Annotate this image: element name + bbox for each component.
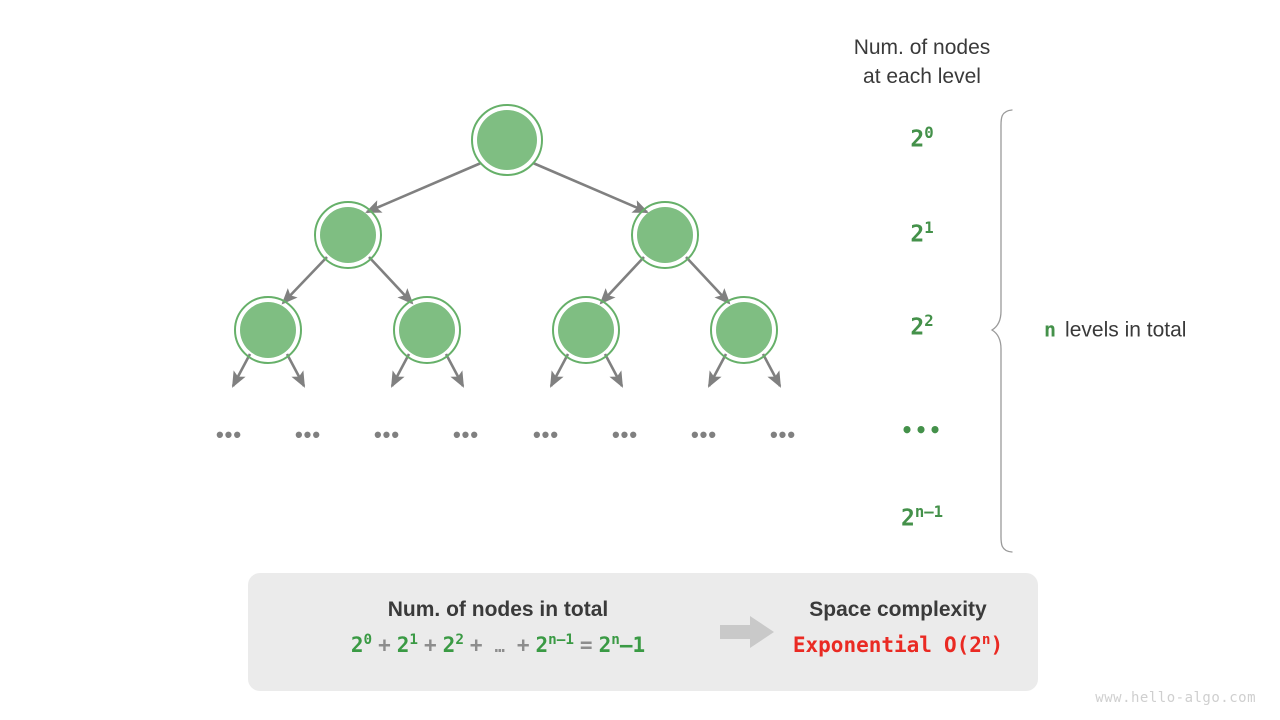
levels-total-annotation: n levels in total bbox=[1044, 318, 1186, 343]
tree-ellipsis-7: ••• bbox=[690, 422, 718, 447]
right-block-arrow-icon bbox=[720, 616, 774, 648]
formula-term-2: 22 bbox=[442, 632, 464, 657]
right-curly-brace bbox=[990, 109, 1013, 553]
tree-nodes bbox=[234, 104, 778, 364]
formula-plus-3: + bbox=[469, 633, 483, 657]
space-complexity-verdict: Exponential O(2n) bbox=[792, 632, 1004, 657]
binary-tree-graphic bbox=[231, 104, 782, 388]
right-column-title: Num. of nodes at each level bbox=[822, 33, 1022, 91]
verdict-word: Exponential bbox=[792, 633, 932, 657]
summary-heading-left: Num. of nodes in total bbox=[387, 598, 609, 621]
formula-term-last: 2n–1 bbox=[535, 632, 574, 657]
level-count-2: 22 bbox=[910, 310, 934, 341]
right-column-title-line2: at each level bbox=[863, 65, 981, 88]
tree-ellipsis-3: ••• bbox=[373, 422, 401, 447]
level-count-ellipsis: ••• bbox=[900, 418, 944, 442]
tree-node-l1-right[interactable] bbox=[631, 201, 699, 269]
tree-edges bbox=[231, 161, 782, 388]
tree-ellipsis-2: ••• bbox=[294, 422, 322, 447]
total-nodes-formula: 20+21+22+…+2n–1=2n–1 bbox=[350, 632, 646, 657]
tree-node-l2-d[interactable] bbox=[710, 296, 778, 364]
formula-plus-2: + bbox=[424, 633, 437, 657]
formula-term-1: 21 bbox=[396, 632, 419, 657]
tree-node-l2-b[interactable] bbox=[393, 296, 461, 364]
level-count-0: 20 bbox=[910, 122, 934, 153]
right-column-title-line1: Num. of nodes bbox=[853, 36, 991, 59]
levels-total-label: levels in total bbox=[1065, 318, 1187, 342]
formula-plus-1: + bbox=[378, 633, 391, 657]
summary-box: Num. of nodes in total Space complexity … bbox=[248, 573, 1038, 691]
formula-term-0: 20 bbox=[350, 632, 373, 657]
formula-result: 2n–1 bbox=[598, 632, 646, 657]
verdict-bigo: O(2n) bbox=[943, 632, 1004, 657]
level-count-last: 2n–1 bbox=[900, 501, 944, 532]
tree-ellipsis-8: ••• bbox=[769, 422, 797, 447]
level-count-1: 21 bbox=[910, 217, 934, 248]
tree-node-root[interactable] bbox=[471, 104, 543, 176]
formula-ellipsis: … bbox=[494, 637, 505, 657]
levels-total-variable: n bbox=[1044, 317, 1057, 342]
tree-node-l1-left[interactable] bbox=[314, 201, 382, 269]
tree-ellipsis-6: ••• bbox=[611, 422, 639, 447]
formula-equals: = bbox=[579, 633, 593, 657]
tree-node-l2-c[interactable] bbox=[552, 296, 620, 364]
formula-plus-4: + bbox=[516, 633, 530, 657]
watermark: www.hello-algo.com bbox=[1095, 690, 1256, 706]
tree-ellipsis-5: ••• bbox=[532, 422, 560, 447]
tree-node-l2-a[interactable] bbox=[234, 296, 302, 364]
summary-heading-right: Space complexity bbox=[809, 598, 987, 621]
tree-ellipsis-1: ••• bbox=[215, 422, 243, 447]
tree-ellipsis-4: ••• bbox=[452, 422, 480, 447]
